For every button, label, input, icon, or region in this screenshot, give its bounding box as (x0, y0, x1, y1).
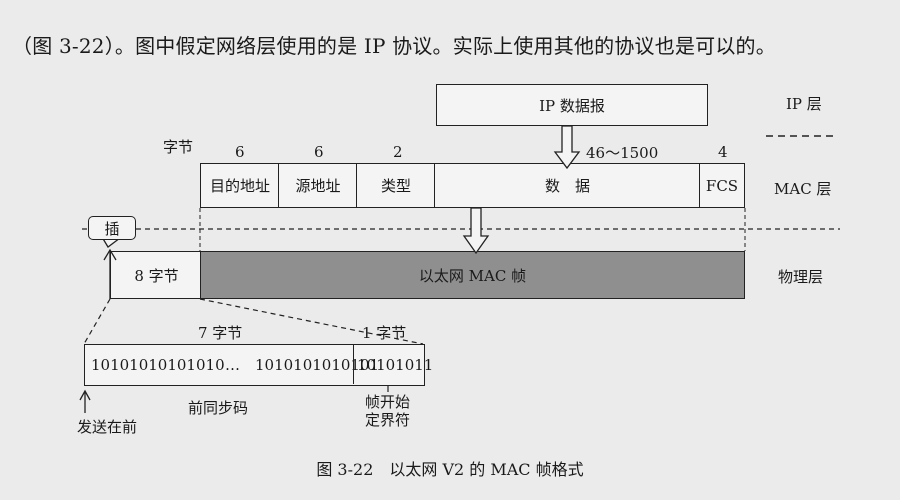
mac-frame-label: 以太网 MAC 帧 (418, 266, 527, 285)
send-first-label: 发送在前 (77, 418, 138, 436)
preamble-8-bytes-box: 8 字节 (110, 251, 202, 299)
sfd-1-byte-label: 1 字节 (362, 324, 407, 342)
field-dest-address-label: 目的地址 (209, 177, 270, 195)
figure-caption: 图 3-22 以太网 V2 的 MAC 帧格式 (316, 460, 584, 479)
field-data: 数 据 (434, 163, 701, 208)
preamble-ellipsis: … (225, 356, 240, 374)
field-src-address-label: 源地址 (295, 177, 341, 195)
field-fcs: FCS (699, 163, 745, 208)
ip-datagram-box: IP 数据报 (436, 84, 708, 126)
ip-layer-label: IP 层 (786, 95, 822, 113)
mac-frame-bar: 以太网 MAC 帧 (200, 251, 745, 299)
dest-size: 6 (235, 143, 245, 161)
preamble-detail-box: 10101010101010 … 1010101010101 10101011 (84, 344, 433, 386)
preamble-bits-left: 10101010101010 (91, 356, 225, 374)
preamble-name-label: 前同步码 (188, 399, 249, 417)
preamble-7-bytes-label: 7 字节 (198, 324, 243, 342)
mac-layer-label: MAC 层 (774, 180, 832, 198)
field-type-label: 类型 (380, 177, 411, 195)
sfd-name-line2: 定界符 (365, 411, 411, 429)
insert-callout-label: 插 (104, 219, 120, 238)
field-dest-address: 目的地址 (200, 163, 280, 208)
preamble-bits-right: 1010101010101 (255, 356, 380, 374)
ip-datagram-label: IP 数据报 (539, 96, 605, 115)
physical-layer-label: 物理层 (778, 268, 824, 286)
src-size: 6 (314, 143, 324, 161)
intro-text: （图 3-22）。图中假定网络层使用的是 IP 协议。实际上使用其他的协议也是可… (12, 34, 776, 58)
field-data-label: 数 据 (544, 177, 590, 195)
type-size: 2 (393, 143, 403, 161)
bytes-label: 字节 (163, 138, 194, 156)
insert-callout: 插 (88, 216, 136, 240)
sfd-cell: 10101011 (353, 345, 433, 384)
field-src-address: 源地址 (278, 163, 358, 208)
ip-to-data-arrow (553, 125, 581, 170)
sfd-bits: 10101011 (357, 356, 434, 374)
fcs-size: 4 (718, 143, 728, 161)
sfd-name-line1: 帧开始 (365, 393, 411, 411)
data-size: 46～1500 (586, 144, 659, 162)
mac-to-physical-arrow (462, 207, 490, 255)
field-fcs-label: FCS (705, 176, 739, 195)
field-type: 类型 (356, 163, 436, 208)
preamble-8-bytes-label: 8 字节 (134, 266, 179, 285)
